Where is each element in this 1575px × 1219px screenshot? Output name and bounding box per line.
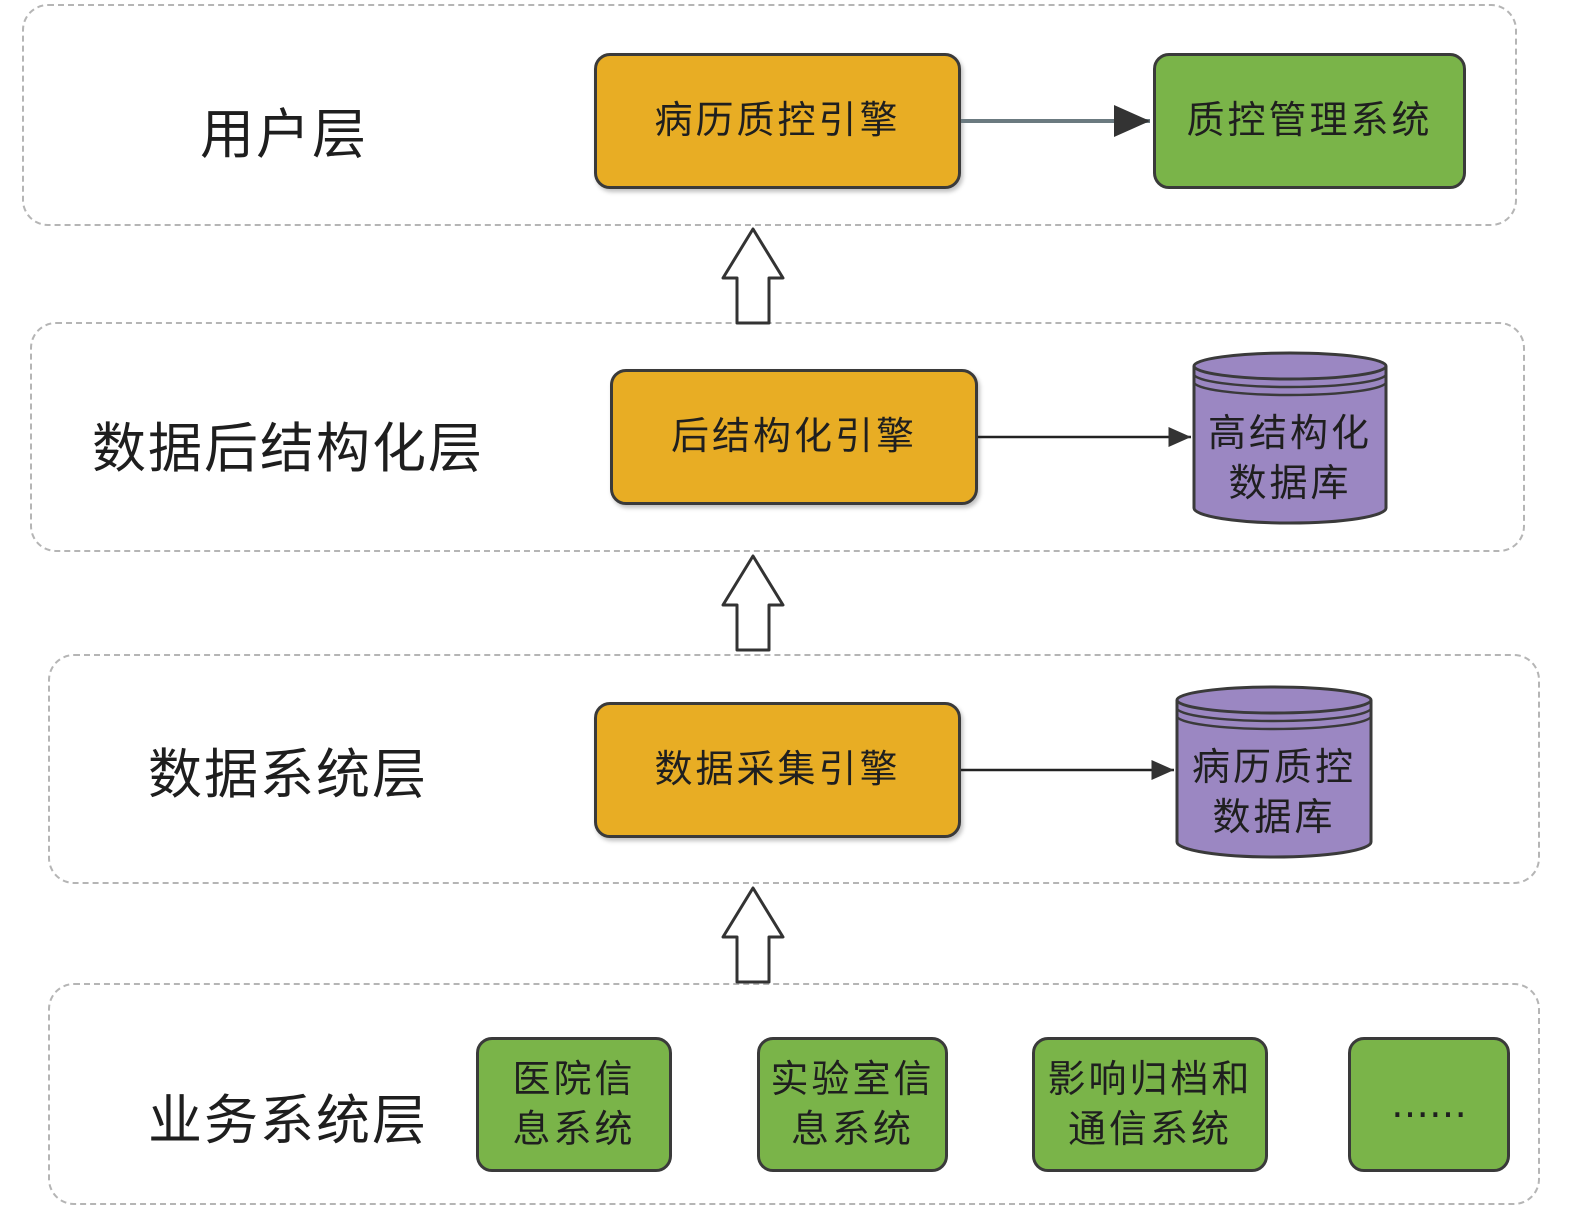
record-qc-database: 病历质控 数据库: [1174, 684, 1374, 860]
his-system-line1: 医院信: [512, 1057, 636, 1102]
data-system-layer: [48, 654, 1540, 884]
lis-system-line2: 息系统: [790, 1106, 914, 1151]
user-layer: [22, 4, 1517, 226]
high-structured-db-line2: 数据库: [1228, 461, 1352, 506]
up-arrow-icon: [720, 885, 786, 985]
record-qc-engine-label: 病历质控引擎: [654, 98, 901, 143]
business-layer: [48, 983, 1540, 1205]
more-systems-box: ……: [1348, 1037, 1510, 1172]
post-structuring-layer: [30, 322, 1525, 552]
data-collection-engine-box: 数据采集引擎: [594, 702, 961, 838]
post-structuring-engine-box: 后结构化引擎: [610, 369, 978, 505]
qc-management-system-box: 质控管理系统: [1153, 53, 1466, 189]
lis-system-line1: 实验室信: [770, 1057, 935, 1102]
pacs-system-box: 影响归档和 通信系统: [1032, 1037, 1268, 1172]
qc-management-system-label: 质控管理系统: [1186, 98, 1433, 143]
post-structuring-layer-label: 数据后结构化层: [92, 417, 484, 480]
pacs-system-line1: 影响归档和: [1047, 1057, 1253, 1102]
his-system-line2: 息系统: [512, 1106, 636, 1151]
user-layer-label: 用户层: [200, 103, 368, 166]
data-system-layer-label: 数据系统层: [148, 743, 428, 806]
his-system-box: 医院信 息系统: [476, 1037, 672, 1172]
record-qc-db-line1: 病历质控: [1191, 745, 1356, 789]
high-structured-database: 高结构化 数据库: [1191, 350, 1389, 526]
record-qc-db-line2: 数据库: [1212, 795, 1336, 840]
record-qc-engine-box: 病历质控引擎: [594, 53, 961, 189]
post-structuring-engine-label: 后结构化引擎: [670, 414, 917, 459]
up-arrow-icon: [720, 226, 786, 326]
data-collection-engine-label: 数据采集引擎: [654, 747, 901, 792]
high-structured-db-line1: 高结构化: [1207, 411, 1372, 455]
up-arrow-icon: [720, 553, 786, 653]
lis-system-box: 实验室信 息系统: [757, 1037, 948, 1172]
more-systems-ellipsis: ……: [1391, 1081, 1467, 1126]
business-layer-label: 业务系统层: [148, 1089, 428, 1152]
pacs-system-line2: 通信系统: [1067, 1106, 1232, 1151]
